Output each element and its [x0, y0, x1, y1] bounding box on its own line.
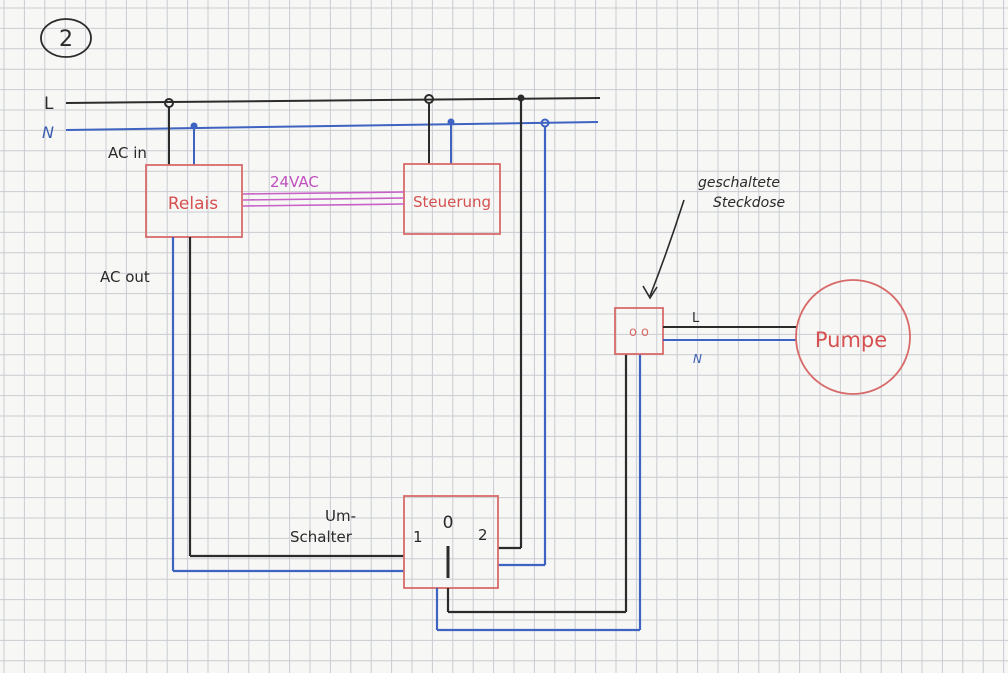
relay-ac-out-label: AC out — [100, 268, 150, 286]
switch-pos-0-label: 0 — [443, 513, 454, 533]
signal-wires — [242, 191, 405, 207]
outlet-box — [614, 307, 664, 355]
sheet-number-text: 2 — [59, 27, 73, 52]
control-box — [403, 163, 501, 235]
switch-pos-1-label: 1 — [413, 528, 423, 546]
relay-label: Relais — [168, 194, 218, 214]
pump-circle — [795, 279, 911, 395]
switch-label-line2: Schalter — [290, 528, 353, 546]
outlet-label-line1: geschaltete — [698, 175, 780, 191]
pump-label: Pumpe — [815, 328, 887, 352]
outlet-contacts: o o — [629, 325, 649, 340]
relay-box — [145, 164, 243, 238]
switch-pos-2-label: 2 — [478, 526, 488, 544]
signal-wire-c — [242, 203, 405, 207]
signal-wire-a — [242, 191, 405, 195]
outlet-label-line2: Steckdose — [713, 195, 785, 211]
live-rail-wire — [65, 97, 601, 104]
live-rail-label: L — [44, 94, 54, 114]
relay-neutral-junction — [190, 122, 198, 130]
neutral-rail-wire — [65, 121, 599, 131]
signal-voltage-label: 24VAC — [270, 173, 319, 191]
sheet-number-badge: 2 — [40, 18, 92, 58]
relay-ac-in-label: AC in — [108, 144, 147, 162]
control-label: Steuerung — [413, 193, 491, 211]
outlet-pointer-arrowhead — [642, 285, 658, 300]
signal-wire-b — [242, 197, 405, 201]
pump-live-label: L — [692, 311, 700, 326]
outlet-pointer-arrow — [649, 199, 685, 297]
neutral-rail-label: N — [42, 123, 54, 142]
switch-label-line1: Um- — [325, 507, 356, 525]
control-neutral-junction — [447, 118, 455, 126]
pump-neutral-label: N — [693, 352, 702, 366]
switch-box — [403, 495, 499, 589]
sheet-number-circle — [40, 18, 92, 58]
